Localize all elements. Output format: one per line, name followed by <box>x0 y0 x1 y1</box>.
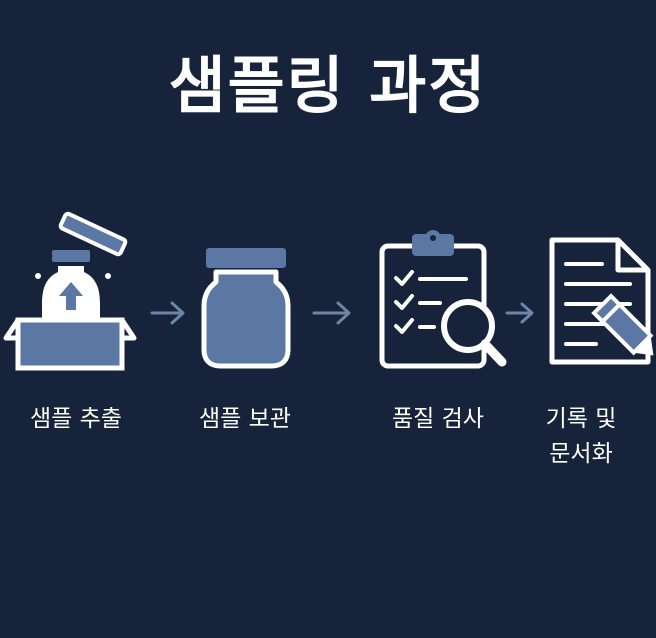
step-label-storage: 샘플 보관 <box>199 406 291 432</box>
clipboard-magnifier-icon <box>379 230 507 369</box>
step-label-inspection: 품질 검사 <box>392 406 484 432</box>
page-title: 샘플링 과정 <box>168 49 488 122</box>
arrow-right-icon <box>505 302 534 324</box>
step-label-extraction: 샘플 추출 <box>30 406 122 432</box>
arrow-right-icon <box>312 301 351 325</box>
box-with-bottle-icon <box>3 211 137 371</box>
jar-icon <box>201 248 291 369</box>
arrow-right-icon <box>150 301 185 325</box>
step-label-documentation: 기록 및 문서화 <box>545 406 617 467</box>
document-pencil-icon <box>549 237 654 365</box>
